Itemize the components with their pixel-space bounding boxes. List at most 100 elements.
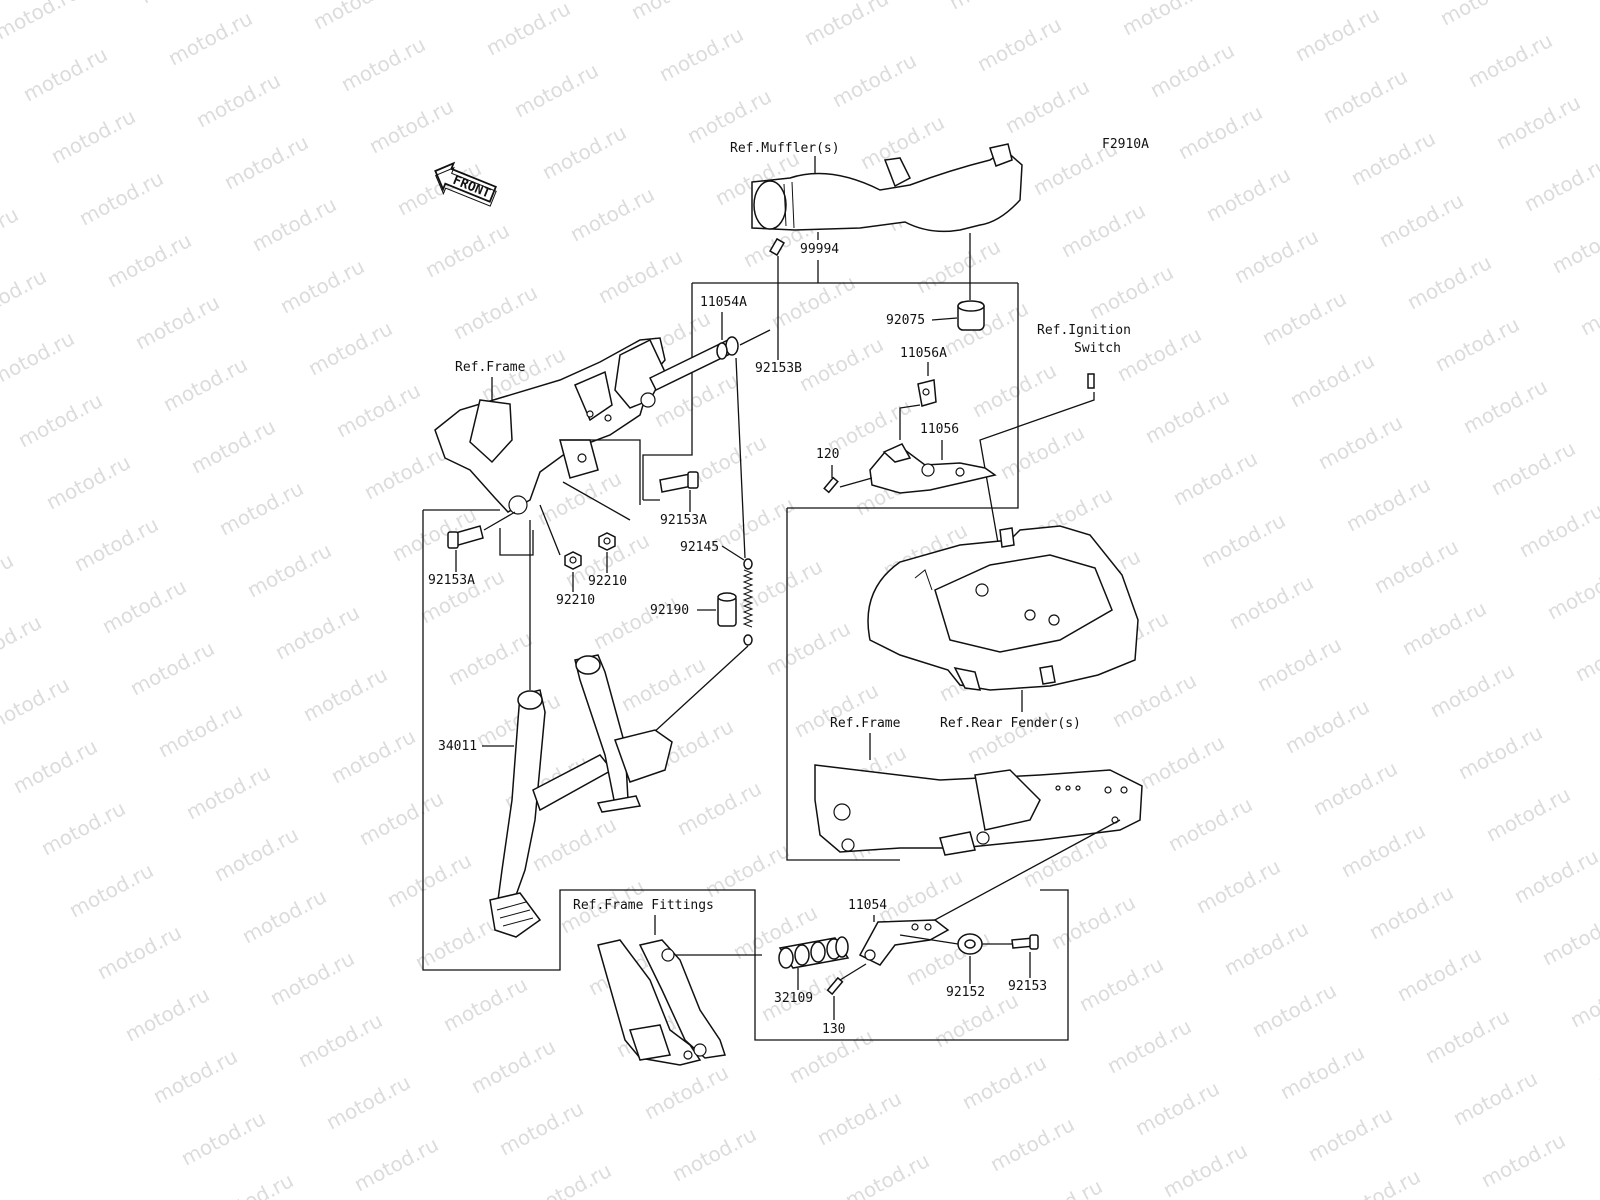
label-99994: 99994: [800, 242, 839, 257]
watermark: motod.ru: [215, 476, 307, 540]
watermark: motod.ru: [47, 104, 139, 168]
label-ref-frame-top: Ref.Frame: [455, 360, 526, 375]
watermark: motod.ru: [1459, 374, 1551, 438]
watermark: motod.ru: [93, 920, 185, 984]
watermark: motod.ru: [767, 270, 859, 334]
watermark: motod.ru: [1174, 100, 1266, 164]
label-11054A: 11054A: [700, 295, 747, 310]
watermark: motod.ru: [1436, 0, 1528, 30]
part-92075-grommet: [957, 300, 985, 331]
watermark: motod.ru: [1141, 384, 1233, 448]
label-92210-b: 92210: [588, 574, 627, 589]
label-92210-a: 92210: [556, 593, 595, 608]
watermark: motod.ru: [75, 166, 167, 230]
watermark: motod.ru: [958, 1050, 1050, 1114]
watermark: motod.ru: [510, 58, 602, 122]
watermark: motod.ru: [449, 280, 541, 344]
watermark: motod.ru: [1403, 250, 1495, 314]
label-ref-rear-fender: Ref.Rear Fender(s): [940, 716, 1081, 731]
watermark: motod.ru: [1421, 1004, 1513, 1068]
part-92210-nut-b: [598, 532, 616, 551]
part-11054A-shaft: [648, 336, 739, 391]
watermark: motod.ru: [65, 858, 157, 922]
watermark: motod.ru: [1482, 782, 1574, 846]
part-11056-bracket: [869, 443, 997, 494]
watermark: motod.ru: [1131, 1076, 1223, 1140]
watermark: motod.ru: [1220, 916, 1312, 980]
label-92152: 92152: [946, 985, 985, 1000]
frame-rear-ref-part: [814, 764, 1143, 856]
watermark: motod.ru: [365, 94, 457, 158]
watermark: motod.ru: [762, 616, 854, 680]
watermark: motod.ru: [482, 0, 574, 60]
watermark: motod.ru: [1520, 152, 1600, 216]
part-92153A-bolt-right: [659, 471, 699, 493]
watermark: motod.ru: [149, 1044, 241, 1108]
label-92075: 92075: [886, 313, 925, 328]
watermark: motod.ru: [1286, 348, 1378, 412]
watermark: motod.ru: [1566, 968, 1600, 1032]
watermark: motod.ru: [566, 182, 658, 246]
watermark: motod.ru: [0, 264, 50, 328]
watermark: motod.ru: [1319, 64, 1411, 128]
watermark: motod.ru: [1464, 28, 1556, 92]
label-ref-frame-fittings: Ref.Frame Fittings: [573, 898, 714, 913]
watermark: motod.ru: [1393, 942, 1485, 1006]
watermark: motod.ru: [70, 512, 162, 576]
watermark: motod.ru: [528, 812, 620, 876]
frame-fittings-ref-part: [597, 939, 726, 1066]
label-ref-mufflers: Ref.Muffler(s): [730, 141, 840, 156]
label-32109: 32109: [774, 991, 813, 1006]
watermark: motod.ru: [383, 848, 475, 912]
watermark: motod.ru: [1477, 1128, 1569, 1192]
part-11056A-bracket: [917, 379, 937, 407]
watermark: motod.ru: [103, 228, 195, 292]
watermark: motod.ru: [238, 884, 330, 948]
watermark: motod.ru: [0, 610, 45, 674]
watermark: motod.ru: [182, 760, 274, 824]
watermark: motod.ru: [655, 22, 747, 86]
watermark: motod.ru: [683, 84, 775, 148]
watermark: motod.ru: [1510, 844, 1600, 908]
watermark: motod.ru: [187, 414, 279, 478]
watermark: motod.ru: [350, 1132, 442, 1196]
label-92153A-right: 92153A: [660, 513, 707, 528]
watermark: motod.ru: [627, 0, 719, 24]
watermark: motod.ru: [1258, 286, 1350, 350]
watermark: motod.ru: [1169, 446, 1261, 510]
watermark: motod.ru: [0, 672, 73, 736]
watermark: motod.ru: [332, 378, 424, 442]
watermark: motod.ru: [271, 600, 363, 664]
muffler-ref-part: [751, 143, 1023, 233]
watermark: motod.ru: [177, 1106, 269, 1170]
part-92210-nut-a: [564, 551, 582, 570]
part-92190-collar: [717, 592, 737, 627]
watermark: motod.ru: [98, 574, 190, 638]
watermark: motod.ru: [1543, 560, 1600, 624]
watermark: motod.ru: [945, 0, 1037, 14]
watermark: motod.ru: [294, 1008, 386, 1072]
watermark: motod.ru: [1014, 1174, 1106, 1200]
watermark: motod.ru: [1454, 720, 1546, 784]
watermark: motod.ru: [1431, 312, 1523, 376]
watermark: motod.ru: [1347, 126, 1439, 190]
watermark: motod.ru: [589, 590, 681, 654]
watermark: motod.ru: [1304, 1102, 1396, 1166]
watermark: motod.ru: [159, 352, 251, 416]
label-92153A-left: 92153A: [428, 573, 475, 588]
watermark: motod.ru: [668, 1122, 760, 1186]
watermark: motod.ru: [1337, 818, 1429, 882]
watermark: motod.ru: [276, 254, 368, 318]
label-92190: 92190: [650, 603, 689, 618]
label-34011: 34011: [438, 739, 477, 754]
watermark: motod.ru: [973, 12, 1065, 76]
watermark: motod.ru: [1047, 890, 1139, 954]
watermark: motod.ru: [9, 734, 101, 798]
label-11054: 11054: [848, 898, 887, 913]
part-32109-footpeg-rubber: [778, 936, 850, 969]
watermark: motod.ru: [673, 776, 765, 840]
watermark: motod.ru: [1309, 756, 1401, 820]
part-11054-footpeg-holder: [858, 919, 950, 966]
watermark: motod.ru: [248, 192, 340, 256]
